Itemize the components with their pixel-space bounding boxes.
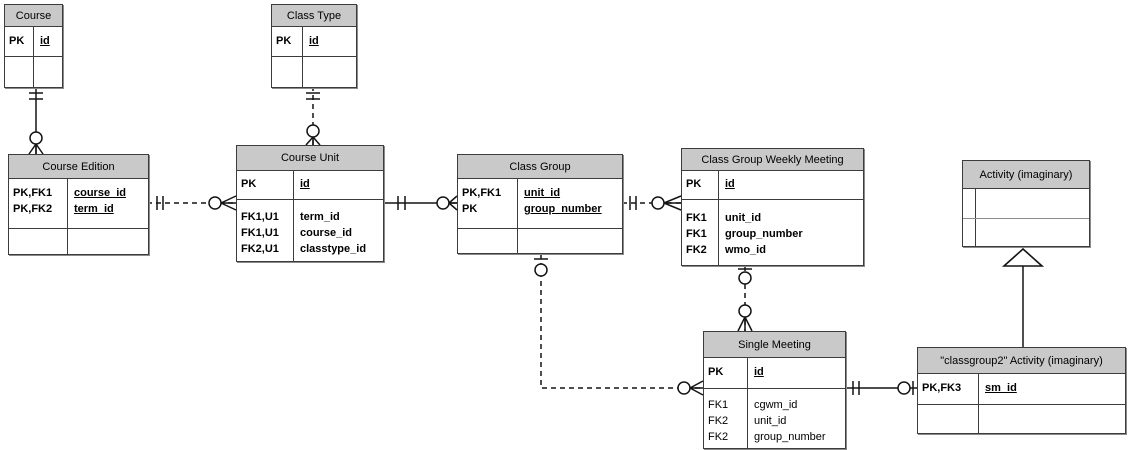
key-label: PK xyxy=(241,178,257,190)
attr-label: FK1,U1 xyxy=(241,211,279,223)
key-label: PK,FK2 xyxy=(13,203,53,215)
entity-title: Class Type xyxy=(272,5,356,27)
attr-name: course_id xyxy=(300,227,352,239)
entity-course-unit[interactable]: Course Unit PK id FK1,U1 FK1,U1 FK2,U1 t… xyxy=(236,145,384,262)
entity-title: Class Group Weekly Meeting xyxy=(682,149,863,171)
entity-class-type[interactable]: Class Type PK id xyxy=(271,4,357,88)
key-label: PK xyxy=(708,366,724,378)
rel-weekly-meeting-single-meeting[interactable] xyxy=(737,266,753,332)
attr-label: FK1 xyxy=(686,228,707,240)
attr-label: FK1,U1 xyxy=(241,227,279,239)
attr-label: FK1 xyxy=(708,399,729,411)
attr-label: FK1 xyxy=(686,212,707,224)
key-name: id xyxy=(40,35,50,47)
attr-name: classtype_id xyxy=(300,243,367,255)
attr-name: term_id xyxy=(300,211,340,223)
key-name: id xyxy=(725,178,735,190)
attr-label: FK2,U1 xyxy=(241,243,279,255)
entity-title: Course xyxy=(5,5,62,27)
attr-name: unit_id xyxy=(725,212,762,224)
key-name: sm_id xyxy=(985,382,1017,394)
entity-title: "classgroup2" Activity (imaginary) xyxy=(918,348,1125,374)
entity-classgroup2-activity[interactable]: "classgroup2" Activity (imaginary) PK,FK… xyxy=(917,347,1126,434)
key-name: course_id xyxy=(74,187,126,199)
key-name: unit_id xyxy=(524,187,561,199)
entity-course[interactable]: Course PK id xyxy=(4,4,63,88)
attr-label: FK2 xyxy=(708,415,729,427)
key-name: id xyxy=(754,366,764,378)
rel-class-group-weekly-meeting[interactable] xyxy=(622,195,682,211)
attr-name: cgwm_id xyxy=(754,399,798,411)
key-label: PK xyxy=(462,203,478,215)
rel-class-group-single-meeting[interactable] xyxy=(534,254,704,396)
attr-name: group_number xyxy=(754,431,826,443)
entity-course-edition[interactable]: Course Edition PK,FK1 PK,FK2 course_id t… xyxy=(8,154,149,255)
entity-title: Activity (imaginary) xyxy=(963,161,1089,189)
entity-activity-imaginary[interactable]: Activity (imaginary) xyxy=(962,160,1090,247)
key-label: PK,FK1 xyxy=(462,187,502,199)
key-name: term_id xyxy=(74,203,114,215)
key-label: PK xyxy=(686,178,702,190)
attr-label: FK2 xyxy=(708,431,729,443)
attr-name: group_number xyxy=(725,228,803,240)
attr-name: unit_id xyxy=(754,415,787,427)
entity-title: Class Group xyxy=(458,155,622,179)
key-name: group_number xyxy=(524,203,602,215)
key-name: id xyxy=(300,178,310,190)
rel-class-type-course-unit[interactable] xyxy=(305,86,321,146)
attr-label: FK2 xyxy=(686,244,707,256)
entity-single-meeting[interactable]: Single Meeting PK id FK1 FK2 FK2 cgwm_id… xyxy=(703,331,846,449)
key-label: PK xyxy=(276,35,292,47)
key-label: PK xyxy=(9,35,25,47)
key-label: PK,FK1 xyxy=(13,187,53,199)
entity-class-group[interactable]: Class Group PK,FK1 PK unit_id group_numb… xyxy=(457,154,623,254)
rel-course-edition-course-unit[interactable] xyxy=(147,195,237,211)
entity-title: Single Meeting xyxy=(704,332,845,358)
key-name: id xyxy=(309,35,319,47)
attr-name: wmo_id xyxy=(725,244,766,256)
rel-course-course-edition[interactable] xyxy=(28,86,44,155)
rel-generalization-activity[interactable] xyxy=(1001,247,1045,347)
rel-single-meeting-classgroup2-activity[interactable] xyxy=(845,381,917,395)
key-label: PK,FK3 xyxy=(922,382,962,394)
entity-title: Course Edition xyxy=(9,155,148,179)
rel-course-unit-class-group[interactable] xyxy=(383,195,458,211)
entity-class-group-weekly-meeting[interactable]: Class Group Weekly Meeting PK id FK1 FK1… xyxy=(681,148,864,266)
entity-title: Course Unit xyxy=(237,146,383,171)
